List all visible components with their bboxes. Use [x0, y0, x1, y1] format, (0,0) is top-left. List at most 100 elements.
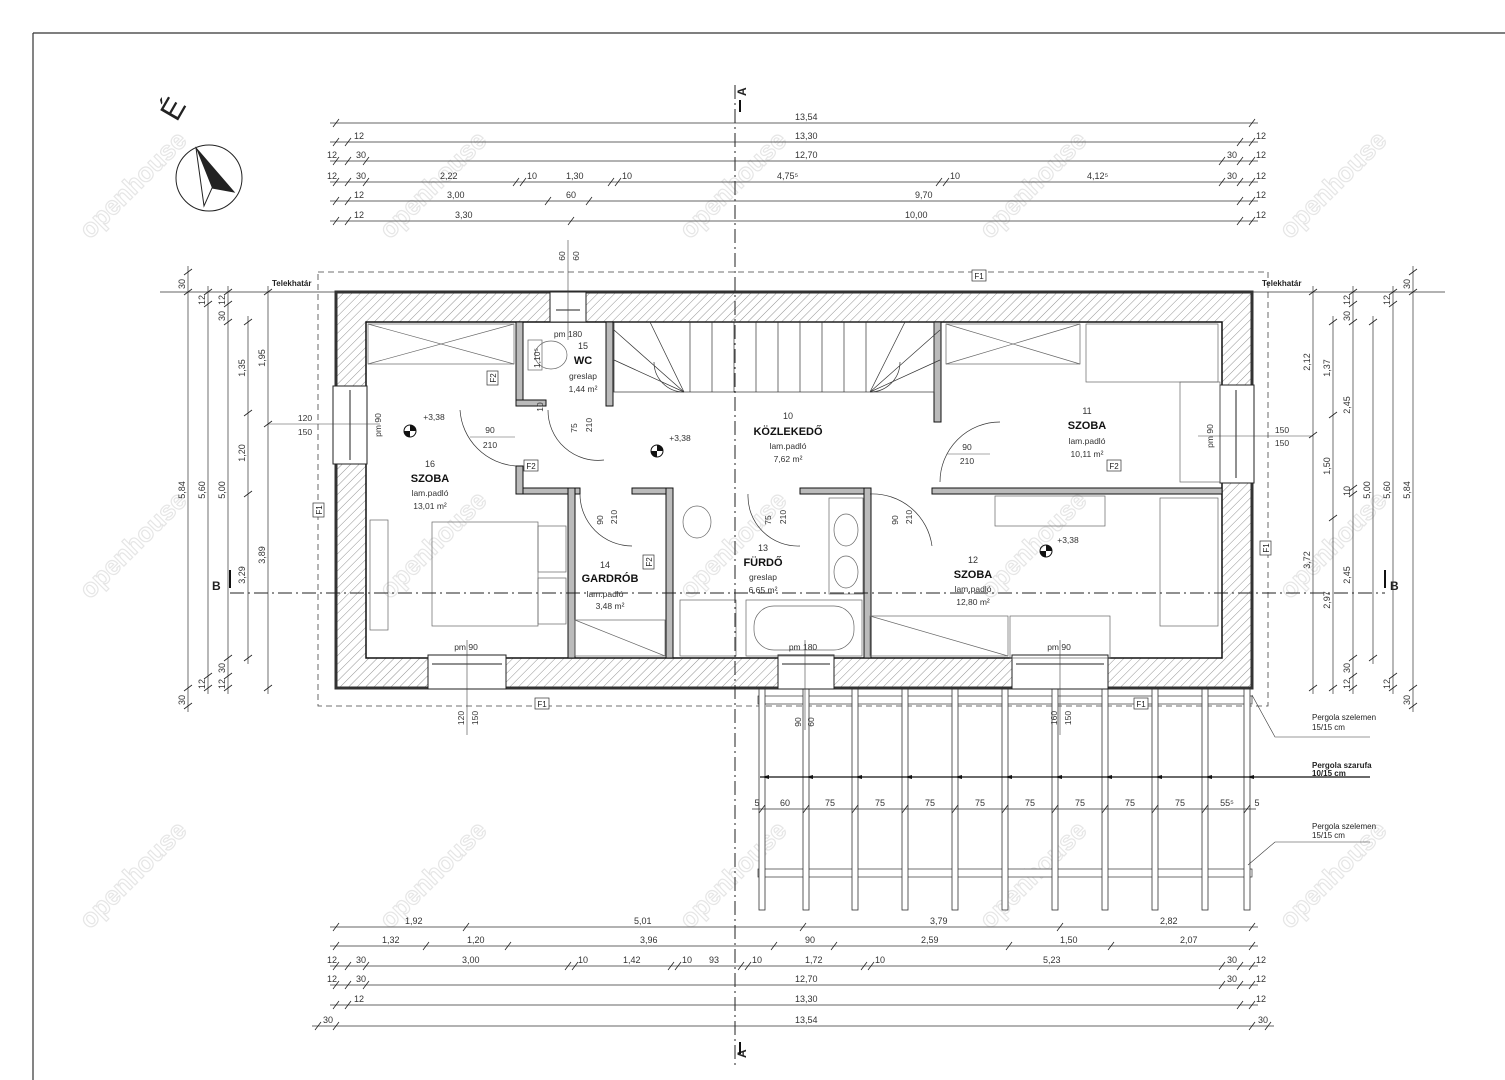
- svg-text:90: 90: [793, 717, 803, 727]
- dimension-label: 30: [1258, 1015, 1268, 1025]
- dimension-label: 30: [177, 695, 187, 705]
- pergola-spacing-label: 75: [975, 798, 985, 808]
- dimension-label: 1,30: [566, 171, 584, 181]
- section-tag-label: F1: [1262, 543, 1271, 553]
- dimension-label: 10,00: [905, 210, 928, 220]
- svg-text:60: 60: [806, 717, 816, 727]
- dimension-label: 30: [177, 279, 187, 289]
- room-szoba-12: 12 SZOBA lam.padló 12,80 m²: [954, 555, 993, 607]
- dimension-label: 2,97: [1322, 591, 1332, 609]
- section-tag-label: F2: [526, 462, 536, 471]
- svg-text:lam.padló: lam.padló: [587, 589, 624, 599]
- dimension-label: 12: [1382, 679, 1392, 689]
- svg-text:12: 12: [968, 555, 978, 565]
- property-line-label-right: Telekhatár: [1262, 279, 1301, 288]
- dimension-label: 10: [950, 171, 960, 181]
- section-tag-label: F1: [974, 272, 984, 281]
- section-b-left: B: [212, 579, 221, 593]
- dimension-label: 12: [1256, 994, 1266, 1004]
- dimension-label: 5,01: [634, 916, 652, 926]
- svg-text:+3,38: +3,38: [669, 433, 691, 443]
- section-tag-label: F1: [1136, 700, 1146, 709]
- dimension-label: 5,60: [197, 481, 207, 499]
- dimension-label: 1,42: [623, 955, 641, 965]
- dimension-label: 1,20: [237, 444, 247, 462]
- dimension-label: 3,29: [237, 566, 247, 584]
- dimension-label: 12: [197, 295, 207, 305]
- section-tag: F2: [642, 554, 655, 570]
- svg-text:greslap: greslap: [749, 572, 777, 582]
- dimension-label: 3,79: [930, 916, 948, 926]
- dimension-label: 10: [1342, 486, 1352, 496]
- pergola-spacing-label: 5: [1254, 798, 1259, 808]
- svg-text:FÜRDŐ: FÜRDŐ: [743, 556, 783, 569]
- dimension-label: 2,12: [1302, 353, 1312, 371]
- room-kozlekedo: 10 KÖZLEKEDŐ lam.padló 7,62 m²: [753, 411, 823, 464]
- svg-text:Pergola szelemen: Pergola szelemen: [1312, 822, 1376, 831]
- dimension-label: 60: [566, 190, 576, 200]
- room-furdo: 13 FÜRDŐ greslap 6,65 m²: [743, 543, 783, 595]
- section-tag: F1: [971, 269, 987, 282]
- dimension-label: 12: [327, 171, 337, 181]
- svg-text:210: 210: [904, 510, 914, 524]
- svg-text:150: 150: [470, 711, 480, 725]
- dimension-label: 10: [527, 171, 537, 181]
- svg-text:+3,38: +3,38: [423, 412, 445, 422]
- pergola-rafter: [1001, 687, 1009, 911]
- pergola-rafter: [951, 687, 959, 911]
- svg-text:pm 180: pm 180: [789, 642, 818, 652]
- dimension-label: 2,45: [1342, 396, 1352, 414]
- dimension-label: 12: [327, 974, 337, 984]
- svg-text:120: 120: [298, 413, 312, 423]
- dimension-label: 5,60: [1382, 481, 1392, 499]
- svg-text:6,65 m²: 6,65 m²: [749, 585, 778, 595]
- dimension-label: 30: [1342, 311, 1352, 321]
- svg-text:210: 210: [584, 418, 594, 432]
- watermark: openhouse: [73, 485, 192, 604]
- dimension-label: 12: [217, 679, 227, 689]
- pergola-spacing-label: 75: [875, 798, 885, 808]
- svg-text:120: 120: [456, 711, 466, 725]
- svg-text:KÖZLEKEDŐ: KÖZLEKEDŐ: [753, 425, 823, 438]
- svg-text:60: 60: [571, 251, 581, 261]
- dimension-label: 30: [356, 171, 366, 181]
- svg-text:210: 210: [778, 510, 788, 524]
- section-tag: F1: [1133, 697, 1149, 710]
- svg-text:10/15 cm: 10/15 cm: [1312, 769, 1346, 778]
- dimension-label: 2,82: [1160, 916, 1178, 926]
- dimension-label: 93: [709, 955, 719, 965]
- dimension-label: 3,00: [447, 190, 465, 200]
- section-tag-label: F1: [315, 505, 324, 515]
- svg-text:pm 90: pm 90: [373, 413, 383, 437]
- svg-text:150: 150: [1063, 711, 1073, 725]
- svg-text:160: 160: [1049, 711, 1059, 725]
- dimension-label: 30: [356, 955, 366, 965]
- pergola-labels: Pergola szelemen 15/15 cm Pergola szaruf…: [760, 694, 1376, 866]
- dimension-label: 12: [327, 150, 337, 160]
- interior-walls: [515, 321, 1223, 659]
- dimension-label: 30: [1227, 955, 1237, 965]
- dimension-label: 5,23: [1043, 955, 1061, 965]
- svg-text:210: 210: [483, 440, 497, 450]
- section-tag: F2: [523, 459, 539, 472]
- dimension-label: 30: [217, 311, 227, 321]
- dimension-label: 5,00: [1362, 481, 1372, 499]
- dimension-label: 3,30: [455, 210, 473, 220]
- dimension-label: 12: [354, 210, 364, 220]
- svg-text:150: 150: [1275, 425, 1289, 435]
- room-wc: pm 180 15 WC greslap 1,44 m² 1,10⁵: [532, 329, 598, 394]
- pergola-spacing-label: 5: [754, 798, 759, 808]
- dimension-label: 12: [1382, 295, 1392, 305]
- dimension-label: 9,70: [915, 190, 933, 200]
- svg-text:10: 10: [535, 402, 545, 412]
- dimension-label: 1,20: [467, 935, 485, 945]
- dimension-label: 30: [1227, 150, 1237, 160]
- pergola-spacing-label: 75: [825, 798, 835, 808]
- dimension-label: 1,95: [257, 349, 267, 367]
- dimension-label: 2,07: [1180, 935, 1198, 945]
- dimension-label: 30: [1342, 663, 1352, 673]
- svg-text:lam.padló: lam.padló: [955, 584, 992, 594]
